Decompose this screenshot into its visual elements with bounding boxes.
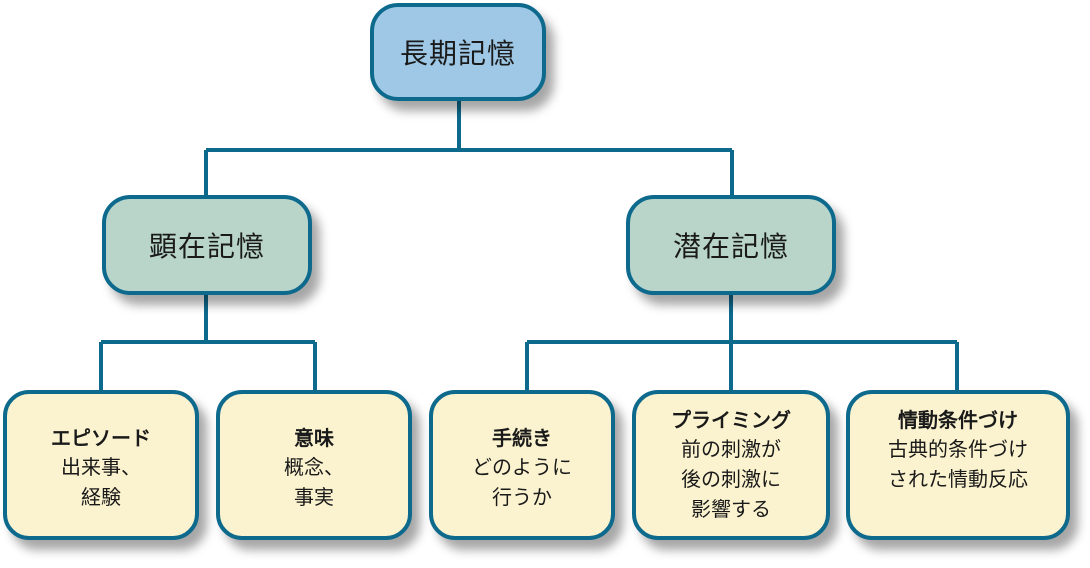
node-desc-line: 古典的条件づけ <box>888 437 1028 461</box>
node-desc-line: 後の刺激に <box>681 467 781 491</box>
node-episodic: エピソード 出来事、 経験 <box>3 390 199 540</box>
node-desc-line: 事実 <box>294 485 334 509</box>
node-title: エピソード <box>51 426 151 450</box>
node-desc-line: 経験 <box>81 485 121 509</box>
node-label: 顕在記憶 <box>148 230 265 263</box>
node-priming: プライミング 前の刺激が 後の刺激に 影響する <box>632 390 830 540</box>
connector-explicit-to-leaves <box>99 292 317 392</box>
node-desc-line: 出来事、 <box>61 455 141 479</box>
node-explicit-memory: 顕在記憶 <box>102 195 312 295</box>
node-desc-line: 概念、 <box>284 455 344 479</box>
connector-implicit-to-leaves <box>525 292 959 392</box>
node-long-term-memory: 長期記憶 <box>370 3 546 101</box>
node-title: 手続き <box>492 426 552 450</box>
node-title: 情動条件づけ <box>898 408 1018 432</box>
node-title: プライミング <box>671 408 791 432</box>
node-implicit-memory: 潜在記憶 <box>626 195 836 295</box>
node-desc-line: された情動反応 <box>888 467 1028 491</box>
node-emotional-conditioning: 情動条件づけ 古典的条件づけ された情動反応 <box>846 390 1070 540</box>
node-label: 潜在記憶 <box>672 230 789 263</box>
node-desc-line: 前の刺激が <box>681 437 781 461</box>
node-title: 意味 <box>294 426 334 450</box>
connector-root-to-level2 <box>204 100 734 198</box>
node-label: 長期記憶 <box>399 37 516 70</box>
node-desc-line: 影響する <box>691 497 771 521</box>
node-desc-line: どのように <box>472 455 572 479</box>
node-semantic: 意味 概念、 事実 <box>216 390 412 540</box>
node-procedural: 手続き どのように 行うか <box>429 390 615 540</box>
node-desc-line: 行うか <box>492 485 552 509</box>
